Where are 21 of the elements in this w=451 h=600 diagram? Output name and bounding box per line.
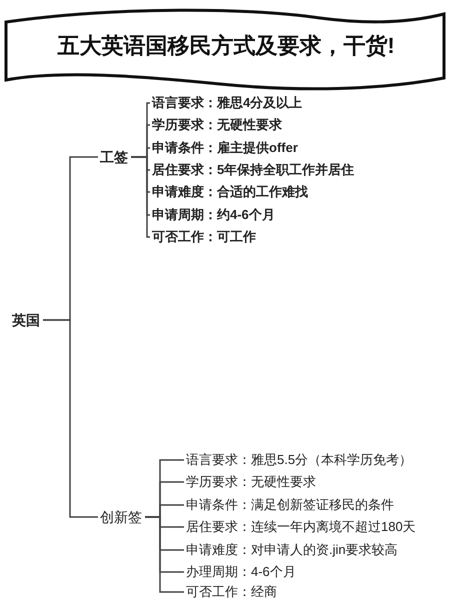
requirement-text: 申请条件：满足创新签证移民的条件	[186, 497, 394, 513]
requirement-text: 办理周期：4-6个月	[186, 564, 296, 580]
requirement-text: 申请难度：合适的工作难找	[152, 184, 308, 200]
title-text: 五大英语国移民方式及要求，干货!	[56, 32, 396, 60]
requirement-text: 学历要求：无硬性要求	[152, 117, 282, 133]
connector-line	[145, 516, 184, 593]
requirement-text: 可否工作：可工作	[152, 229, 256, 245]
requirement-text: 语言要求：雅思4分及以上	[152, 95, 302, 111]
requirement-text: 学历要求：无硬性要求	[186, 474, 316, 490]
branch-label: 工签	[100, 148, 128, 166]
requirement-text: 申请周期：约4-6个月	[152, 207, 275, 223]
branch-label: 英国	[12, 311, 40, 329]
requirement-text: 居住要求：5年保持全职工作并居住	[152, 162, 354, 178]
requirement-text: 可否工作：经商	[186, 584, 277, 600]
connector-line	[131, 156, 150, 238]
connector-line	[43, 319, 98, 518]
branch-label: 创新签	[100, 508, 142, 526]
requirement-text: 申请难度：对申请人的资.jin要求较高	[186, 542, 398, 558]
requirement-text: 居住要求：连续一年内离境不超过180天	[186, 519, 416, 535]
requirement-text: 语言要求：雅思5.5分（本科学历免考）	[186, 452, 412, 468]
requirement-text: 申请条件：雇主提供offer	[152, 140, 298, 156]
